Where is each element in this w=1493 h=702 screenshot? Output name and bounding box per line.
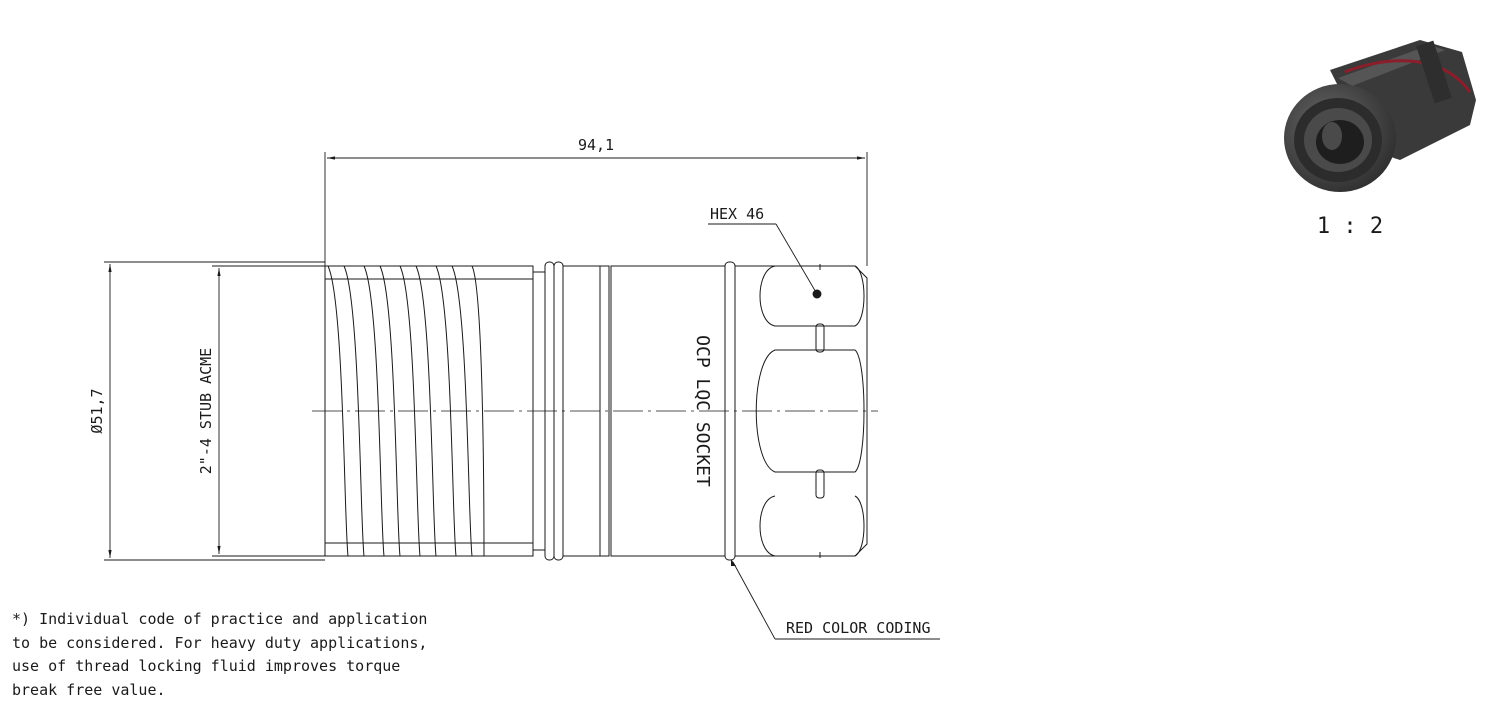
- thread-crests: [327, 265, 485, 557]
- coupling-side-view: [312, 261, 878, 561]
- scale-label: 1 : 2: [1317, 214, 1383, 239]
- callout-hex: [708, 223, 822, 299]
- dimension-diameter: [104, 261, 325, 561]
- callout-hex-label: HEX 46: [710, 205, 764, 223]
- dimension-thread-label: 2"-4 STUB ACME: [197, 348, 215, 474]
- dimension-length-label: 94,1: [578, 136, 614, 154]
- dimension-length: [324, 152, 868, 266]
- practice-note: *) Individual code of practice and appli…: [12, 610, 428, 699]
- socket-marking: OCP LQC SOCKET: [692, 335, 713, 487]
- callout-color-coding: [732, 561, 940, 640]
- dimension-thread: [212, 265, 325, 557]
- groove-body: [562, 265, 610, 557]
- callout-color-coding-label: RED COLOR CODING: [786, 619, 931, 637]
- coupling-3d-view: [1284, 40, 1476, 192]
- dimension-diameter-label: Ø51,7: [88, 388, 106, 433]
